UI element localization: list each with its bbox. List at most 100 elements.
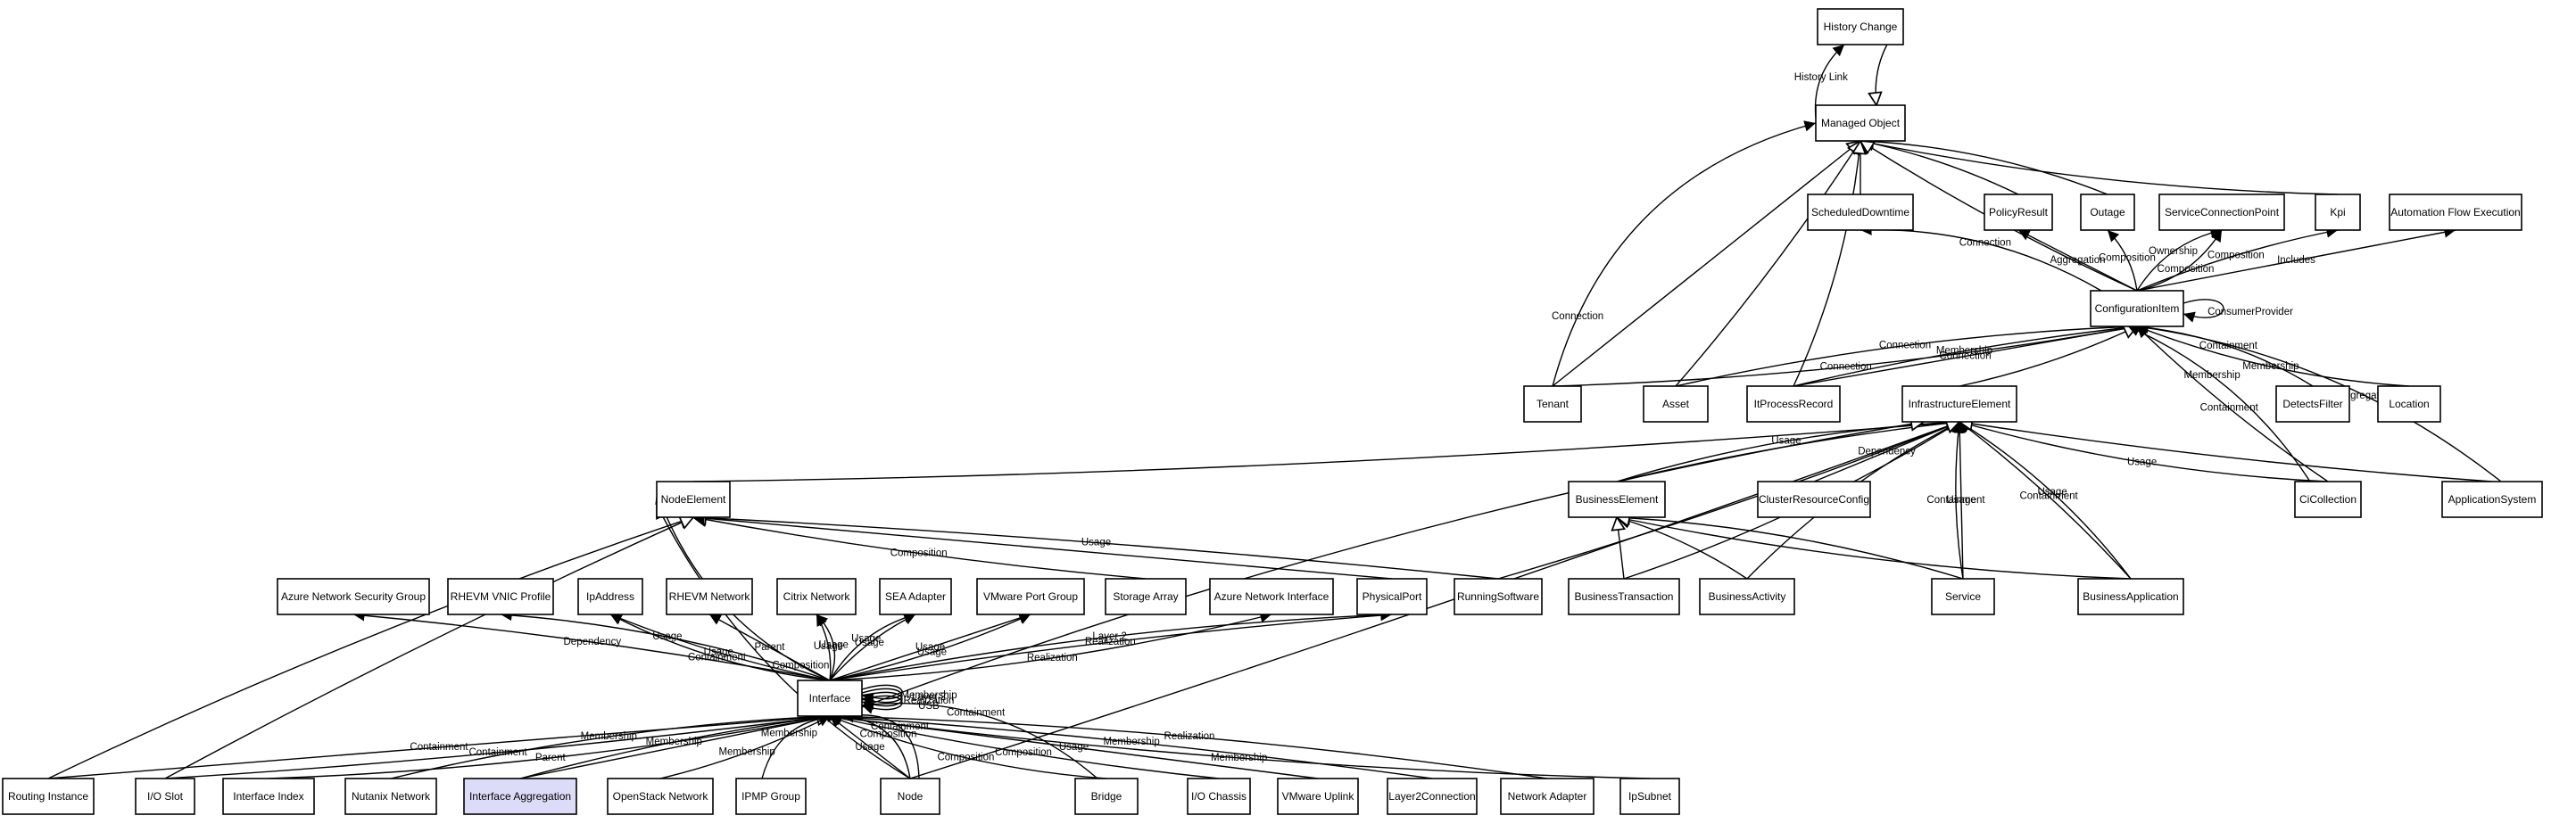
node-box[interactable]: [135, 778, 195, 815]
node-sea-adapter[interactable]: SEA Adapter: [879, 578, 952, 615]
node-service-connection-point[interactable]: ServiceConnectionPoint: [2158, 194, 2285, 231]
node-box[interactable]: [344, 778, 437, 815]
node-box[interactable]: [1523, 385, 1582, 423]
node-running-software[interactable]: RunningSoftware: [1454, 578, 1543, 615]
node-network-adapter[interactable]: Network Adapter: [1500, 778, 1594, 815]
node-box[interactable]: [2077, 578, 2184, 615]
node-box[interactable]: [1746, 385, 1841, 423]
node-it-process-record[interactable]: ItProcessRecord: [1746, 385, 1841, 423]
node-box[interactable]: [1643, 385, 1709, 423]
node-ci-collection[interactable]: CiCollection: [2294, 481, 2362, 518]
node-interface-aggregation[interactable]: Interface Aggregation: [463, 778, 577, 815]
node-service[interactable]: Service: [1931, 578, 1995, 615]
node-azure-nsg[interactable]: Azure Network Security Group: [277, 578, 430, 615]
node-asset[interactable]: Asset: [1643, 385, 1709, 423]
node-application-system[interactable]: ApplicationSystem: [2441, 481, 2543, 518]
node-box[interactable]: [2158, 194, 2285, 231]
node-business-element[interactable]: BusinessElement: [1568, 481, 1666, 518]
node-tenant[interactable]: Tenant: [1523, 385, 1582, 423]
node-interface-index[interactable]: Interface Index: [222, 778, 315, 815]
node-history-change[interactable]: History Change: [1817, 8, 1904, 45]
node-io-slot[interactable]: I/O Slot: [135, 778, 195, 815]
node-box[interactable]: [277, 578, 430, 615]
node-box[interactable]: [735, 778, 807, 815]
node-box[interactable]: [2080, 194, 2135, 231]
node-box[interactable]: [2377, 385, 2441, 423]
node-box[interactable]: [1984, 194, 2053, 231]
node-ip-subnet[interactable]: IpSubnet: [1619, 778, 1680, 815]
node-policy-result[interactable]: PolicyResult: [1984, 194, 2053, 231]
node-box[interactable]: [463, 778, 577, 815]
node-box[interactable]: [879, 578, 952, 615]
node-box[interactable]: [1757, 481, 1871, 518]
node-outage[interactable]: Outage: [2080, 194, 2135, 231]
node-box[interactable]: [1815, 104, 1906, 142]
node-box[interactable]: [797, 680, 863, 717]
node-box[interactable]: [656, 481, 731, 518]
node-azure-network-interface[interactable]: Azure Network Interface: [1209, 578, 1334, 615]
node-kpi[interactable]: Kpi: [2315, 194, 2361, 231]
node-storage-array[interactable]: Storage Array: [1105, 578, 1187, 615]
node-location[interactable]: Location: [2377, 385, 2441, 423]
node-box[interactable]: [976, 578, 1085, 615]
node-box[interactable]: [2090, 290, 2184, 327]
node-box[interactable]: [2389, 194, 2522, 231]
node-box[interactable]: [2275, 385, 2350, 423]
node-box[interactable]: [1699, 578, 1795, 615]
node-openstack-network[interactable]: OpenStack Network: [607, 778, 714, 815]
node-scheduled-downtime[interactable]: ScheduledDowntime: [1807, 194, 1914, 231]
node-box[interactable]: [447, 578, 554, 615]
node-cluster-resource-config[interactable]: ClusterResourceConfig: [1757, 481, 1871, 518]
node-business-activity[interactable]: BusinessActivity: [1699, 578, 1795, 615]
node-ip-address[interactable]: IpAddress: [577, 578, 643, 615]
node-ipmp-group[interactable]: IPMP Group: [735, 778, 807, 815]
node-box[interactable]: [577, 578, 643, 615]
node-nutanix-network[interactable]: Nutanix Network: [344, 778, 437, 815]
node-box[interactable]: [1901, 385, 2017, 423]
node-business-transaction[interactable]: BusinessTransaction: [1568, 578, 1680, 615]
node-node-element[interactable]: NodeElement: [656, 481, 731, 518]
node-io-chassis[interactable]: I/O Chassis: [1187, 778, 1251, 815]
node-box[interactable]: [1277, 778, 1359, 815]
node-routing-instance[interactable]: Routing Instance: [2, 778, 95, 815]
node-box[interactable]: [776, 578, 857, 615]
node-box[interactable]: [666, 578, 753, 615]
node-box[interactable]: [1500, 778, 1594, 815]
node-rhevm-vnic-profile[interactable]: RHEVM VNIC Profile: [447, 578, 554, 615]
node-box[interactable]: [222, 778, 315, 815]
node-box[interactable]: [1454, 578, 1543, 615]
node-bridge[interactable]: Bridge: [1074, 778, 1139, 815]
node-node[interactable]: Node: [880, 778, 940, 815]
node-box[interactable]: [2315, 194, 2361, 231]
node-box[interactable]: [1105, 578, 1187, 615]
node-infrastructure-element[interactable]: InfrastructureElement: [1901, 385, 2017, 423]
node-box[interactable]: [1807, 194, 1914, 231]
node-box[interactable]: [607, 778, 714, 815]
node-configuration-item[interactable]: ConfigurationItem: [2090, 290, 2184, 327]
node-box[interactable]: [1817, 8, 1904, 45]
node-box[interactable]: [2441, 481, 2543, 518]
node-physical-port[interactable]: PhysicalPort: [1356, 578, 1428, 615]
node-rhevm-network[interactable]: RHEVM Network: [666, 578, 753, 615]
node-box[interactable]: [1568, 578, 1680, 615]
node-detects-filter[interactable]: DetectsFilter: [2275, 385, 2350, 423]
node-box[interactable]: [1387, 778, 1478, 815]
node-citrix-network[interactable]: Citrix Network: [776, 578, 857, 615]
node-vmware-uplink[interactable]: VMware Uplink: [1277, 778, 1359, 815]
node-box[interactable]: [1568, 481, 1666, 518]
node-managed-object[interactable]: Managed Object: [1815, 104, 1906, 142]
node-automation-flow-execution[interactable]: Automation Flow Execution: [2389, 194, 2522, 231]
node-interface[interactable]: Interface: [797, 680, 863, 717]
node-box[interactable]: [1619, 778, 1680, 815]
node-box[interactable]: [1209, 578, 1334, 615]
node-layer2-connection[interactable]: Layer2Connection: [1387, 778, 1478, 815]
node-business-application[interactable]: BusinessApplication: [2077, 578, 2184, 615]
node-box[interactable]: [1187, 778, 1251, 815]
node-box[interactable]: [880, 778, 940, 815]
node-box[interactable]: [2, 778, 95, 815]
node-box[interactable]: [1356, 578, 1428, 615]
node-box[interactable]: [1931, 578, 1995, 615]
node-box[interactable]: [2294, 481, 2362, 518]
node-vmware-port-group[interactable]: VMware Port Group: [976, 578, 1085, 615]
node-box[interactable]: [1074, 778, 1139, 815]
